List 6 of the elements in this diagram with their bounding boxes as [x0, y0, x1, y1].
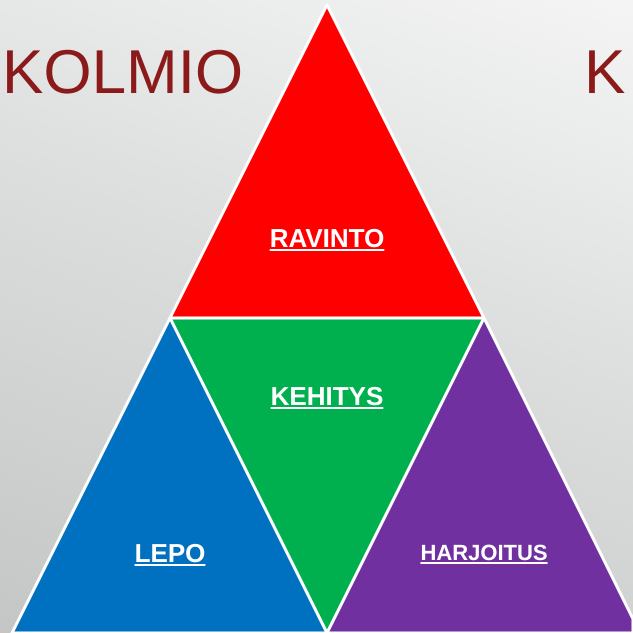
triangle-label: RAVINTO [270, 225, 384, 251]
heading-text: K [584, 42, 626, 104]
triangle-label: HARJOITUS [420, 542, 548, 564]
triangle-label: LEPO [134, 540, 206, 566]
triangle-label: KEHITYS [270, 383, 384, 409]
heading-text: KOLMIO [2, 42, 244, 104]
